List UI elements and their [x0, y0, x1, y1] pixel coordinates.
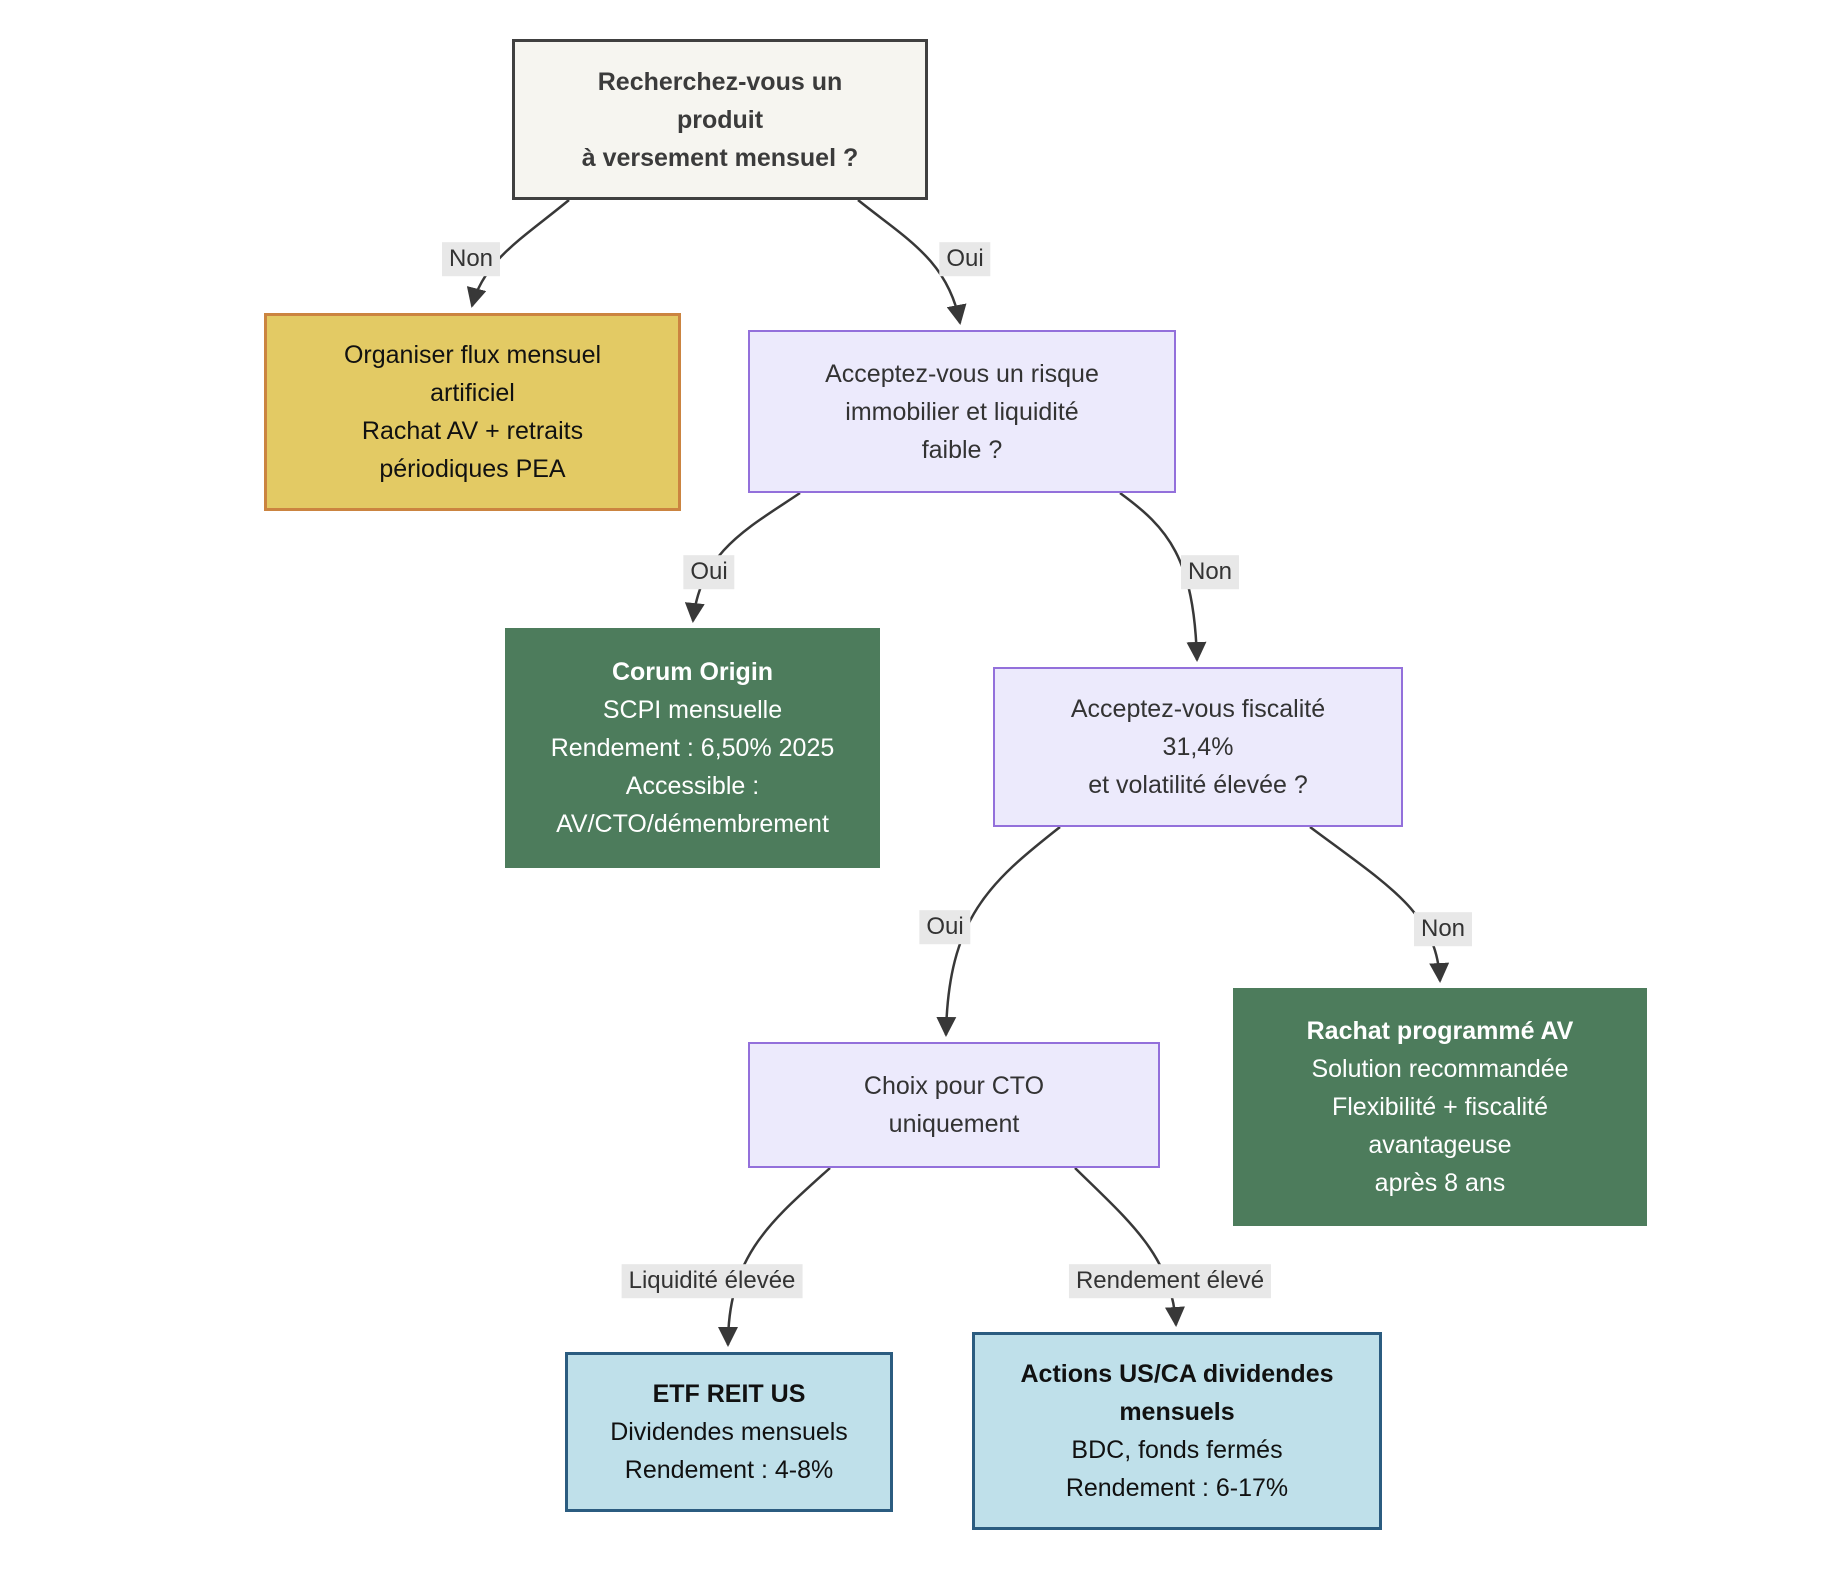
node-title-line: ETF REIT US: [652, 1380, 806, 1408]
edge-risk-to-tax-question: [1119, 491, 1207, 662]
node-text-line: Acceptez-vous un risque: [825, 359, 1099, 388]
node-text-line: Recherchez-vous un: [597, 67, 843, 96]
node-question-risque-immobilier: Acceptez-vous un risque immobilier et li…: [748, 330, 1176, 493]
node-text-line: périodiques PEA: [379, 455, 566, 483]
edge-tax-to-cto-choice: [936, 826, 1061, 1037]
node-text-line: Accessible :: [625, 772, 760, 800]
node-title-line: Actions US/CA dividendes: [1020, 1360, 1334, 1388]
node-text-line: immobilier et liquidité: [845, 397, 1079, 426]
node-text-line: Flexibilité + fiscalité: [1331, 1093, 1549, 1121]
node-title-line: Rachat programmé AV: [1306, 1017, 1574, 1045]
node-text-line: Rachat AV + retraits: [361, 417, 584, 445]
node-text-line: faible ?: [921, 435, 1003, 464]
edge-label-non-1: Non: [441, 242, 501, 276]
node-organiser-flux-mensuel: Organiser flux mensuel artificiel Rachat…: [264, 313, 681, 511]
edge-risk-to-corum: [684, 491, 801, 623]
node-question-fiscalite-volatilite: Acceptez-vous fiscalité 31,4% et volatil…: [993, 667, 1403, 827]
node-text-line: Dividendes mensuels: [610, 1418, 848, 1446]
node-text-line: SCPI mensuelle: [602, 696, 783, 724]
node-text-line: artificiel: [430, 379, 515, 407]
node-text-line: et volatilité élevée ?: [1088, 771, 1308, 799]
node-corum-origin: Corum Origin SCPI mensuelle Rendement : …: [505, 628, 880, 868]
edge-label-oui-3: Oui: [919, 910, 971, 944]
edge-cto-to-etf-reit: [718, 1167, 831, 1347]
node-text-line: à versement mensuel ?: [581, 143, 859, 172]
node-rachat-programme-av: Rachat programmé AV Solution recommandée…: [1233, 988, 1647, 1226]
node-question-produit-versement-mensuel: Recherchez-vous un produit à versement m…: [512, 39, 928, 200]
node-text-line: Rendement : 6,50% 2025: [550, 734, 835, 762]
node-text-line: produit: [676, 105, 764, 134]
node-text-line: Choix pour CTO: [863, 1072, 1045, 1100]
node-text-line: Rendement : 4-8%: [624, 1456, 834, 1484]
node-title-line: Corum Origin: [611, 658, 774, 686]
node-text-line: Organiser flux mensuel: [343, 341, 602, 369]
node-actions-us-ca-dividendes: Actions US/CA dividendes mensuels BDC, f…: [972, 1332, 1382, 1530]
node-text-line: Rendement : 6-17%: [1065, 1474, 1289, 1502]
edge-label-oui-2: Oui: [683, 555, 735, 589]
edge-label-liquidite-elevee: Liquidité élevée: [621, 1264, 803, 1298]
node-text-line: 31,4%: [1162, 733, 1234, 761]
edge-label-non-3: Non: [1413, 912, 1473, 946]
edge-label-oui-1: Oui: [939, 242, 991, 276]
node-text-line: Solution recommandée: [1311, 1055, 1569, 1083]
edge-root-to-risk-question: [857, 199, 967, 325]
edge-root-to-artificial-flow: [466, 199, 570, 308]
node-text-line: BDC, fonds fermés: [1071, 1436, 1283, 1464]
edge-label-non-2: Non: [1180, 555, 1240, 589]
node-choix-cto-uniquement: Choix pour CTO uniquement: [748, 1042, 1160, 1168]
node-etf-reit-us: ETF REIT US Dividendes mensuels Rendemen…: [565, 1352, 893, 1512]
node-text-line: uniquement: [888, 1110, 1020, 1138]
node-title-line: mensuels: [1119, 1398, 1235, 1426]
node-text-line: avantageuse: [1368, 1131, 1512, 1159]
edge-label-rendement-eleve: Rendement élevé: [1068, 1264, 1272, 1298]
node-text-line: après 8 ans: [1374, 1169, 1506, 1197]
node-text-line: Acceptez-vous fiscalité: [1070, 695, 1326, 723]
edge-cto-to-actions: [1074, 1167, 1185, 1327]
node-text-line: AV/CTO/démembrement: [556, 810, 829, 838]
edge-tax-to-rachat-av: [1309, 825, 1450, 983]
